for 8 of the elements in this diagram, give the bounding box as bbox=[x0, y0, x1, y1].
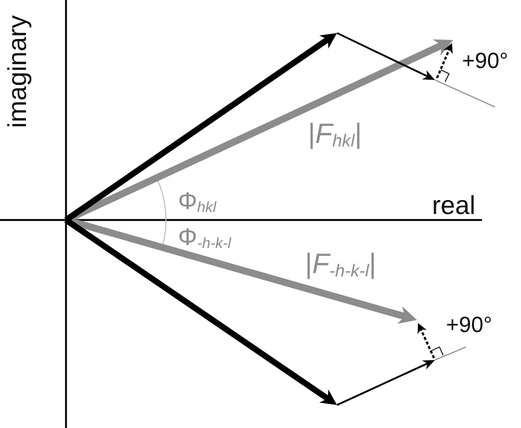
angle-label: +90° bbox=[462, 50, 508, 72]
angle-label: +90° bbox=[446, 314, 492, 336]
phase-label: Φ$_{-h-k-l}$ bbox=[178, 226, 232, 252]
phase-label: Φ$_{hkl}$ bbox=[178, 190, 216, 216]
magnitude-label: |F$_{-h-k-l}$| bbox=[305, 250, 376, 280]
axis-label: imaginary bbox=[4, 15, 30, 128]
magnitude-label: |F$_{hkl}$| bbox=[308, 120, 362, 150]
axis-label: real bbox=[432, 192, 476, 218]
